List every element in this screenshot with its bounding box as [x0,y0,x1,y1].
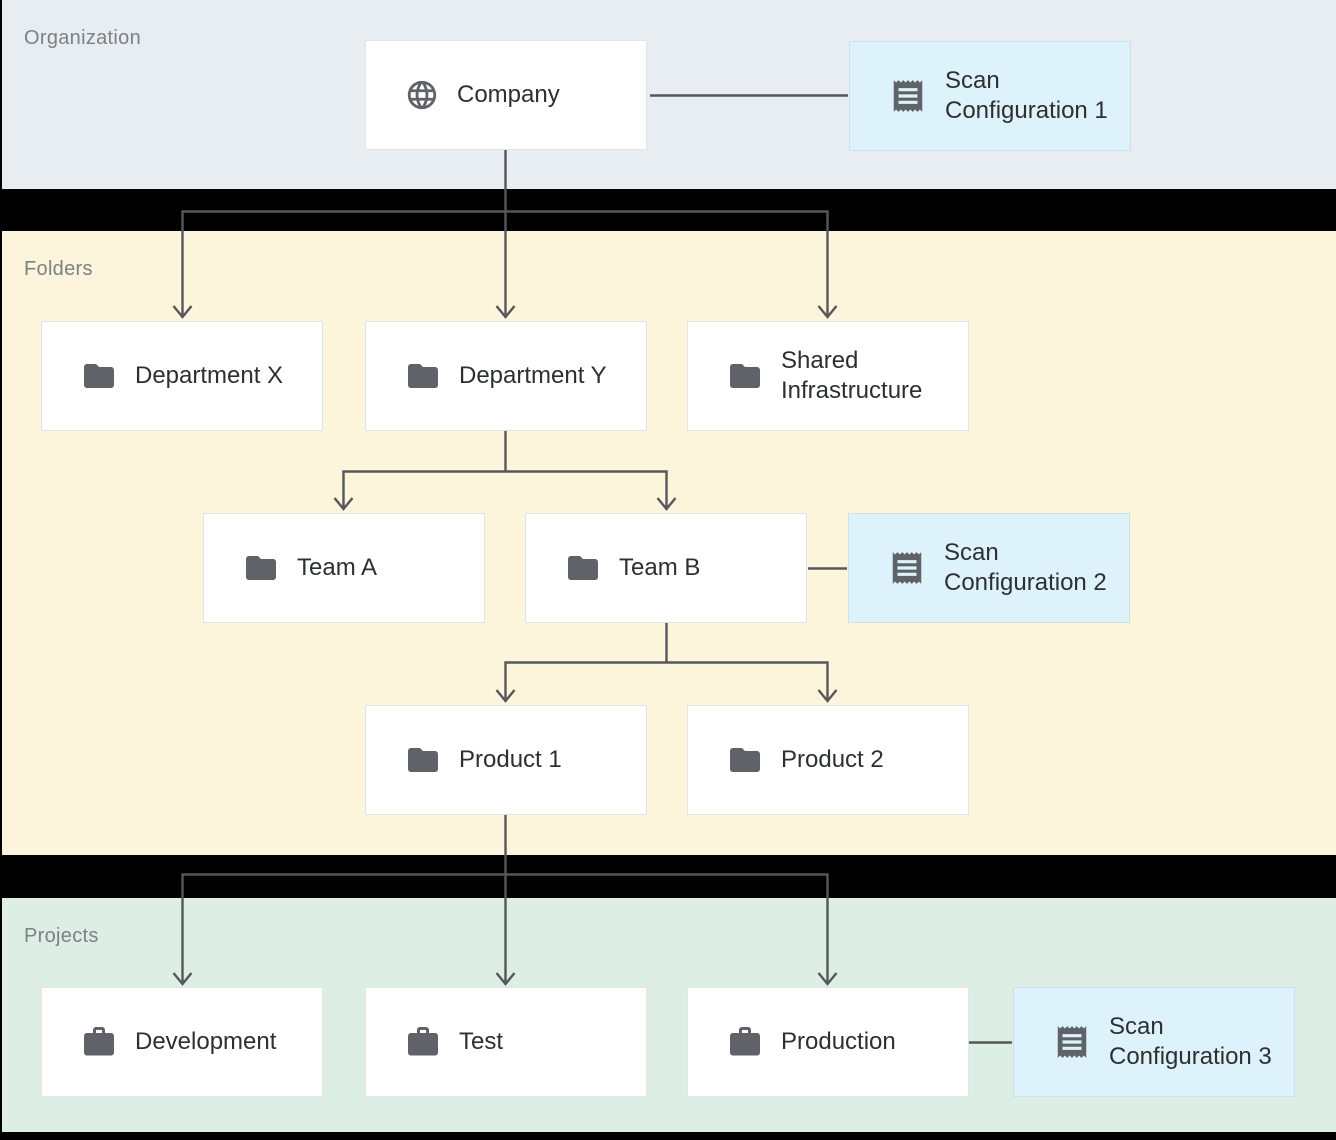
receipt-icon [889,77,927,115]
briefcase-icon [727,1024,763,1060]
briefcase-icon [405,1024,441,1060]
folder-icon [727,742,763,778]
node-company: Company [365,40,647,150]
node-team-a: Team A [203,513,485,623]
node-scan-configuration-2: Scan Configuration 2 [848,513,1130,623]
node-product-1: Product 1 [365,705,647,815]
node-label: Team B [619,554,701,581]
node-label: Team A [297,554,378,581]
folder-icon [565,550,601,586]
briefcase-icon [81,1024,117,1060]
section-label-folders: Folders [24,258,93,280]
node-scan-configuration-3: Scan Configuration 3 [1013,987,1295,1097]
folder-icon [727,358,763,394]
node-label: Scan Configuration 3 [1109,1013,1272,1070]
node-label: Product 1 [459,746,562,773]
node-label: Shared Infrastructure [781,347,923,404]
folder-icon [405,742,441,778]
globe-icon [405,78,439,112]
receipt-icon [888,549,926,587]
node-label: Department X [135,362,284,389]
section-label-organization: Organization [24,27,141,49]
folder-icon [81,358,117,394]
node-label: Product 2 [781,746,884,773]
receipt-icon [1053,1023,1091,1061]
node-development: Development [41,987,323,1097]
node-label: Company [457,81,560,108]
folder-icon [405,358,441,394]
section-label-projects: Projects [24,925,99,947]
node-department-y: Department Y [365,321,647,431]
node-label: Scan Configuration 2 [944,539,1107,596]
organization-section: Organization [2,0,1336,189]
folder-icon [243,550,279,586]
node-shared-infrastructure: Shared Infrastructure [687,321,969,431]
node-label: Production [781,1028,896,1055]
node-label: Development [135,1028,277,1055]
node-label: Scan Configuration 1 [945,67,1108,124]
node-department-x: Department X [41,321,323,431]
node-label: Test [459,1028,504,1055]
node-test: Test [365,987,647,1097]
node-label: Department Y [459,362,607,389]
node-scan-configuration-1: Scan Configuration 1 [849,41,1131,151]
node-product-2: Product 2 [687,705,969,815]
node-team-b: Team B [525,513,807,623]
node-production: Production [687,987,969,1097]
